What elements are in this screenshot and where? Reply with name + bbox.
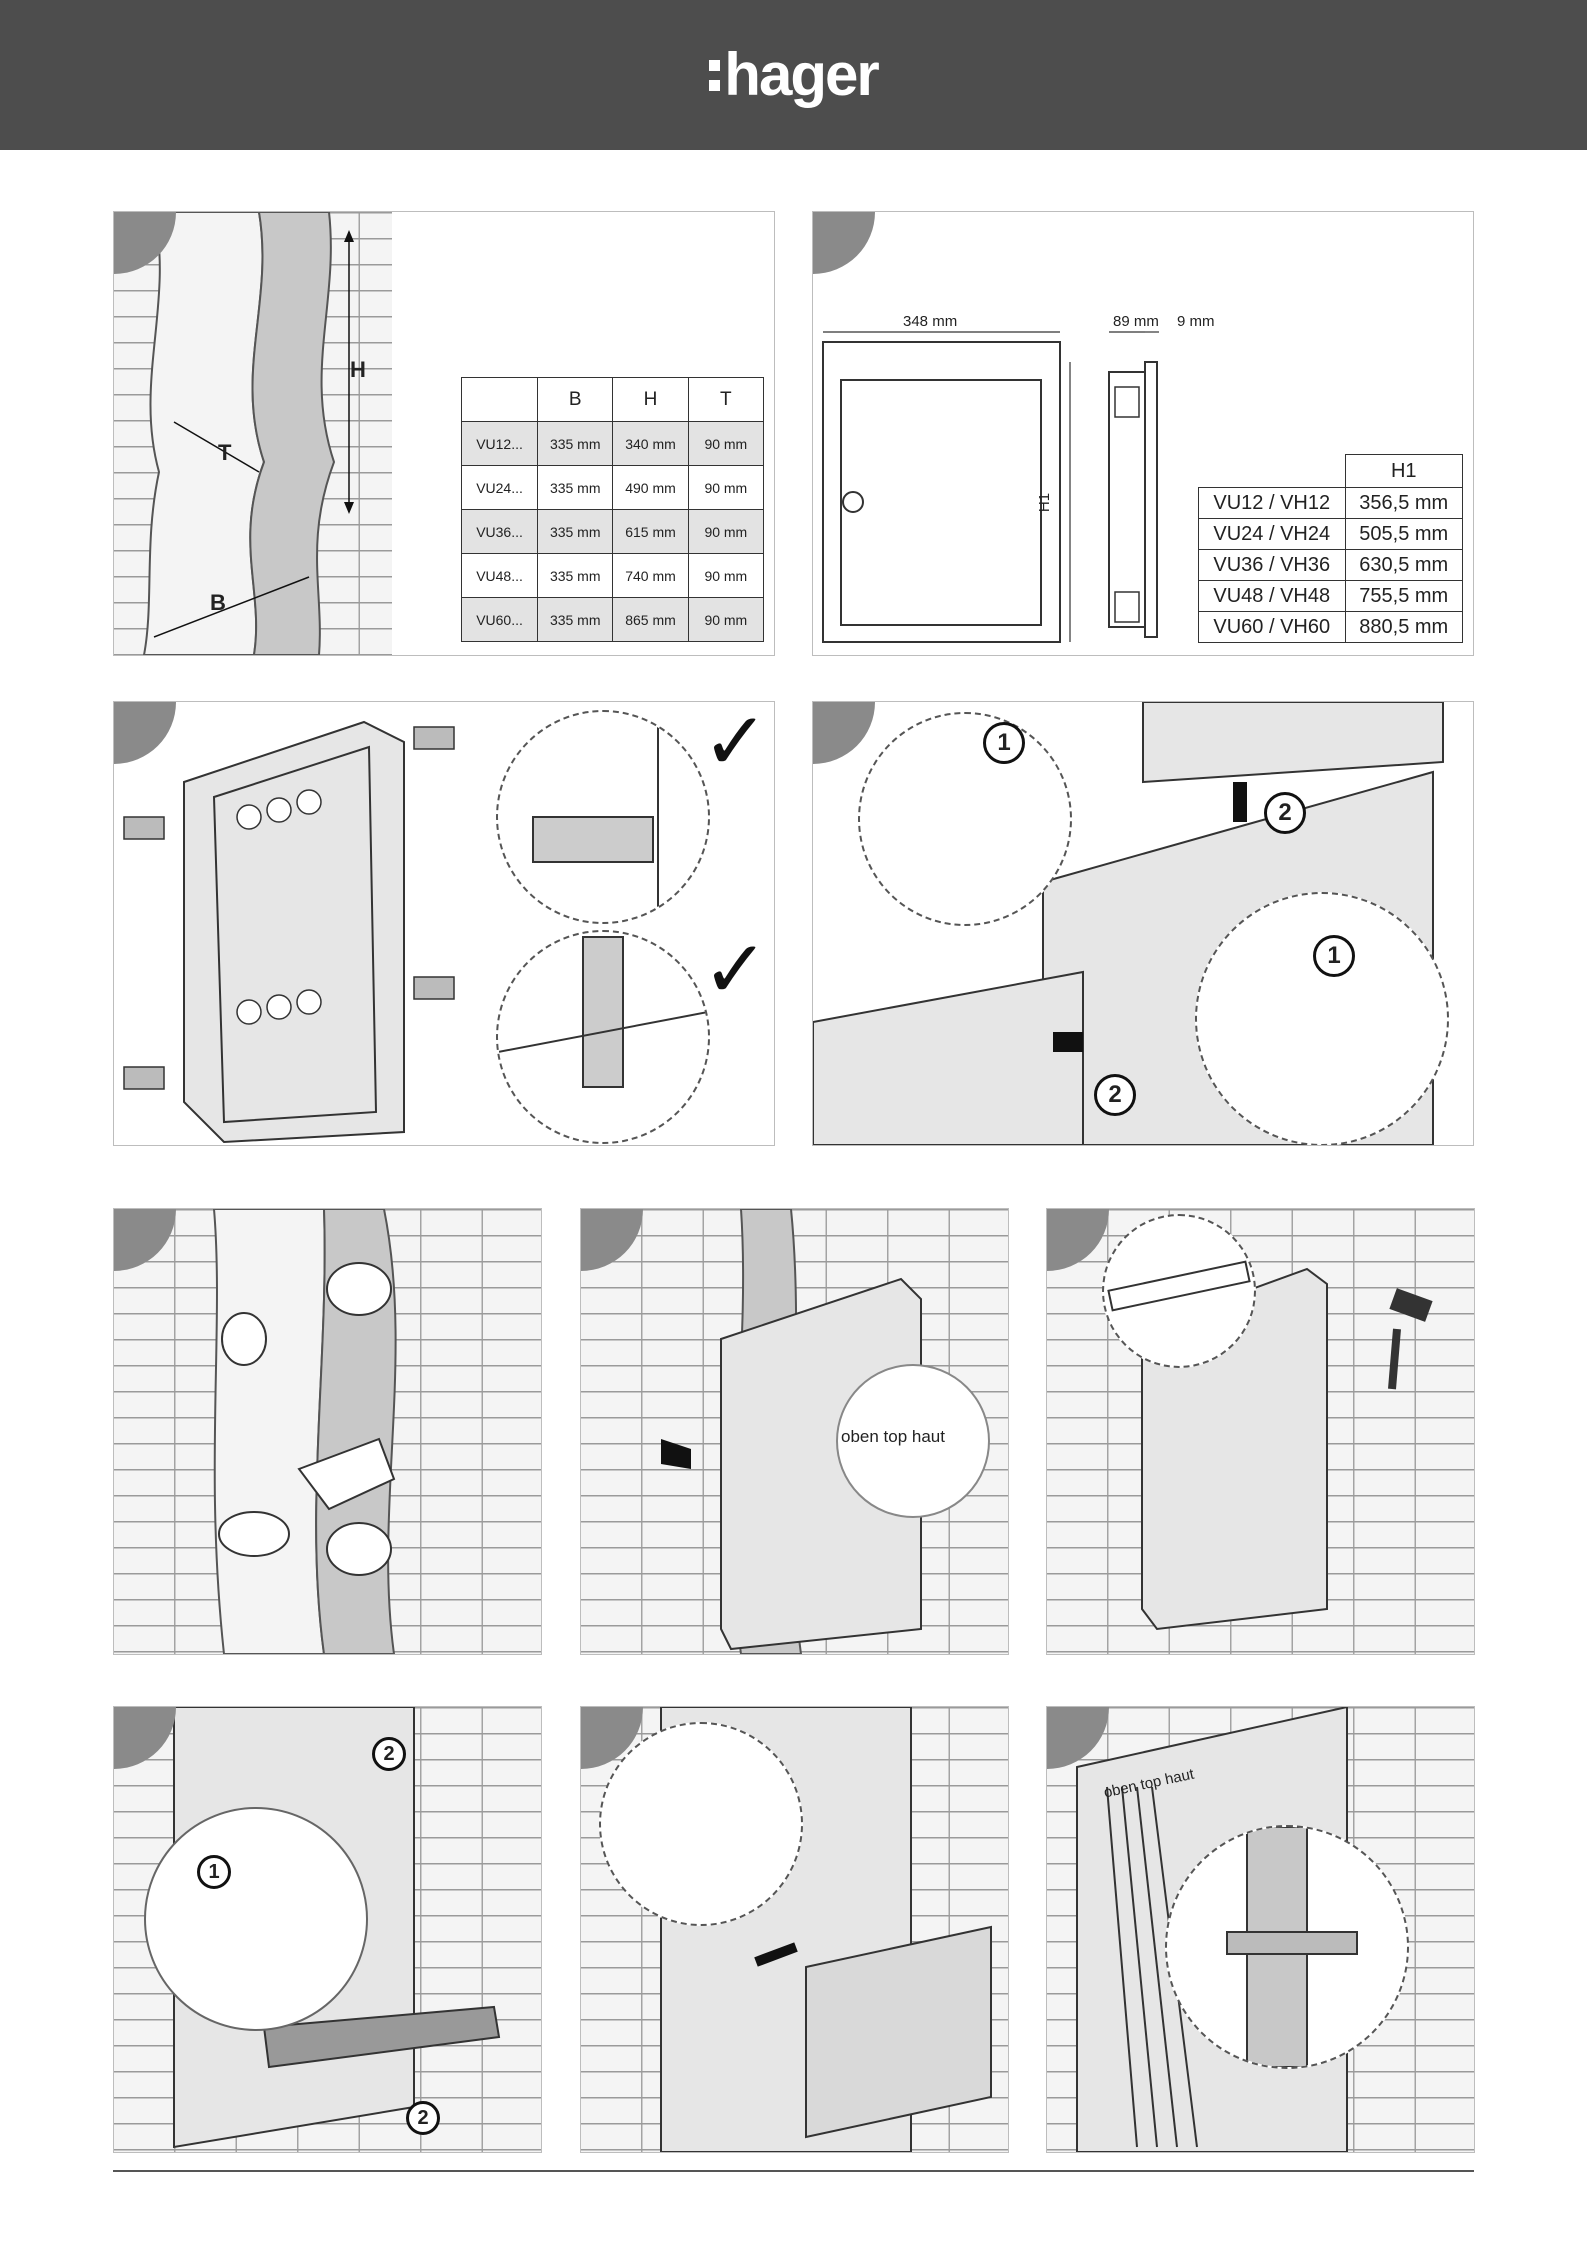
step3-panel: ✓ ✓ [113,701,775,1146]
detail-magnifier [496,710,710,924]
header-bar: hager [0,0,1587,150]
width-dimension: 348 mm [903,313,958,330]
detail-magnifier [1102,1214,1256,1368]
step8-panel: 1 2 2 [113,1706,542,2153]
logo-colon-icon [709,59,721,91]
footer-divider [113,2170,1474,2172]
step6-panel: oben top haut [580,1208,1009,1655]
mortar-illustration [212,1209,397,1654]
step5-panel [113,1208,542,1655]
offset-dimension: 9 mm [1177,313,1215,330]
hager-logo: hager [709,41,880,108]
logo-text: hager [724,41,879,108]
step-marker-1: 1 [197,1855,231,1889]
table-header [460,377,539,422]
detail-magnifier [144,1807,368,2031]
table-header: B [537,377,614,422]
oben-top-haut-label: oben top haut [841,1427,945,1446]
h1-dimension: H1 [1036,492,1054,513]
insert-enclosure-illustration [661,1209,922,1654]
check-icon: ✓ [702,701,770,788]
check-icon: ✓ [702,923,770,1016]
step-marker-2: 2 [1264,792,1306,834]
step7-panel [1046,1208,1475,1655]
step4-panel: 1 2 1 2 [812,701,1474,1146]
step-marker-2: 2 [406,2101,440,2135]
table-header: H1 [1344,454,1464,488]
width-label: B [210,590,226,615]
recess-illustration [142,212,354,655]
height-label: H [350,357,366,382]
step-marker-1: 1 [1313,935,1355,977]
step-marker-1: 1 [983,722,1025,764]
step10-panel: oben top haut [1046,1706,1475,2153]
enclosure-bracket-illustration [123,720,455,1144]
step-marker-2: 2 [372,1737,406,1771]
detail-magnifier [496,930,710,1144]
detail-magnifier [836,1364,990,1518]
table-header: H [612,377,689,422]
detail-magnifier [1165,1825,1409,2069]
detail-magnifier [599,1722,803,1926]
enclosure-dimension-drawing [822,331,1159,643]
detail-magnifier [1195,892,1449,1145]
depth-label: T [218,440,232,465]
table-header: T [687,377,765,422]
detail-magnifier [858,712,1072,926]
step9-panel [580,1706,1009,2153]
step-marker-2: 2 [1094,1074,1136,1116]
depth-dimension: 89 mm [1113,313,1159,330]
